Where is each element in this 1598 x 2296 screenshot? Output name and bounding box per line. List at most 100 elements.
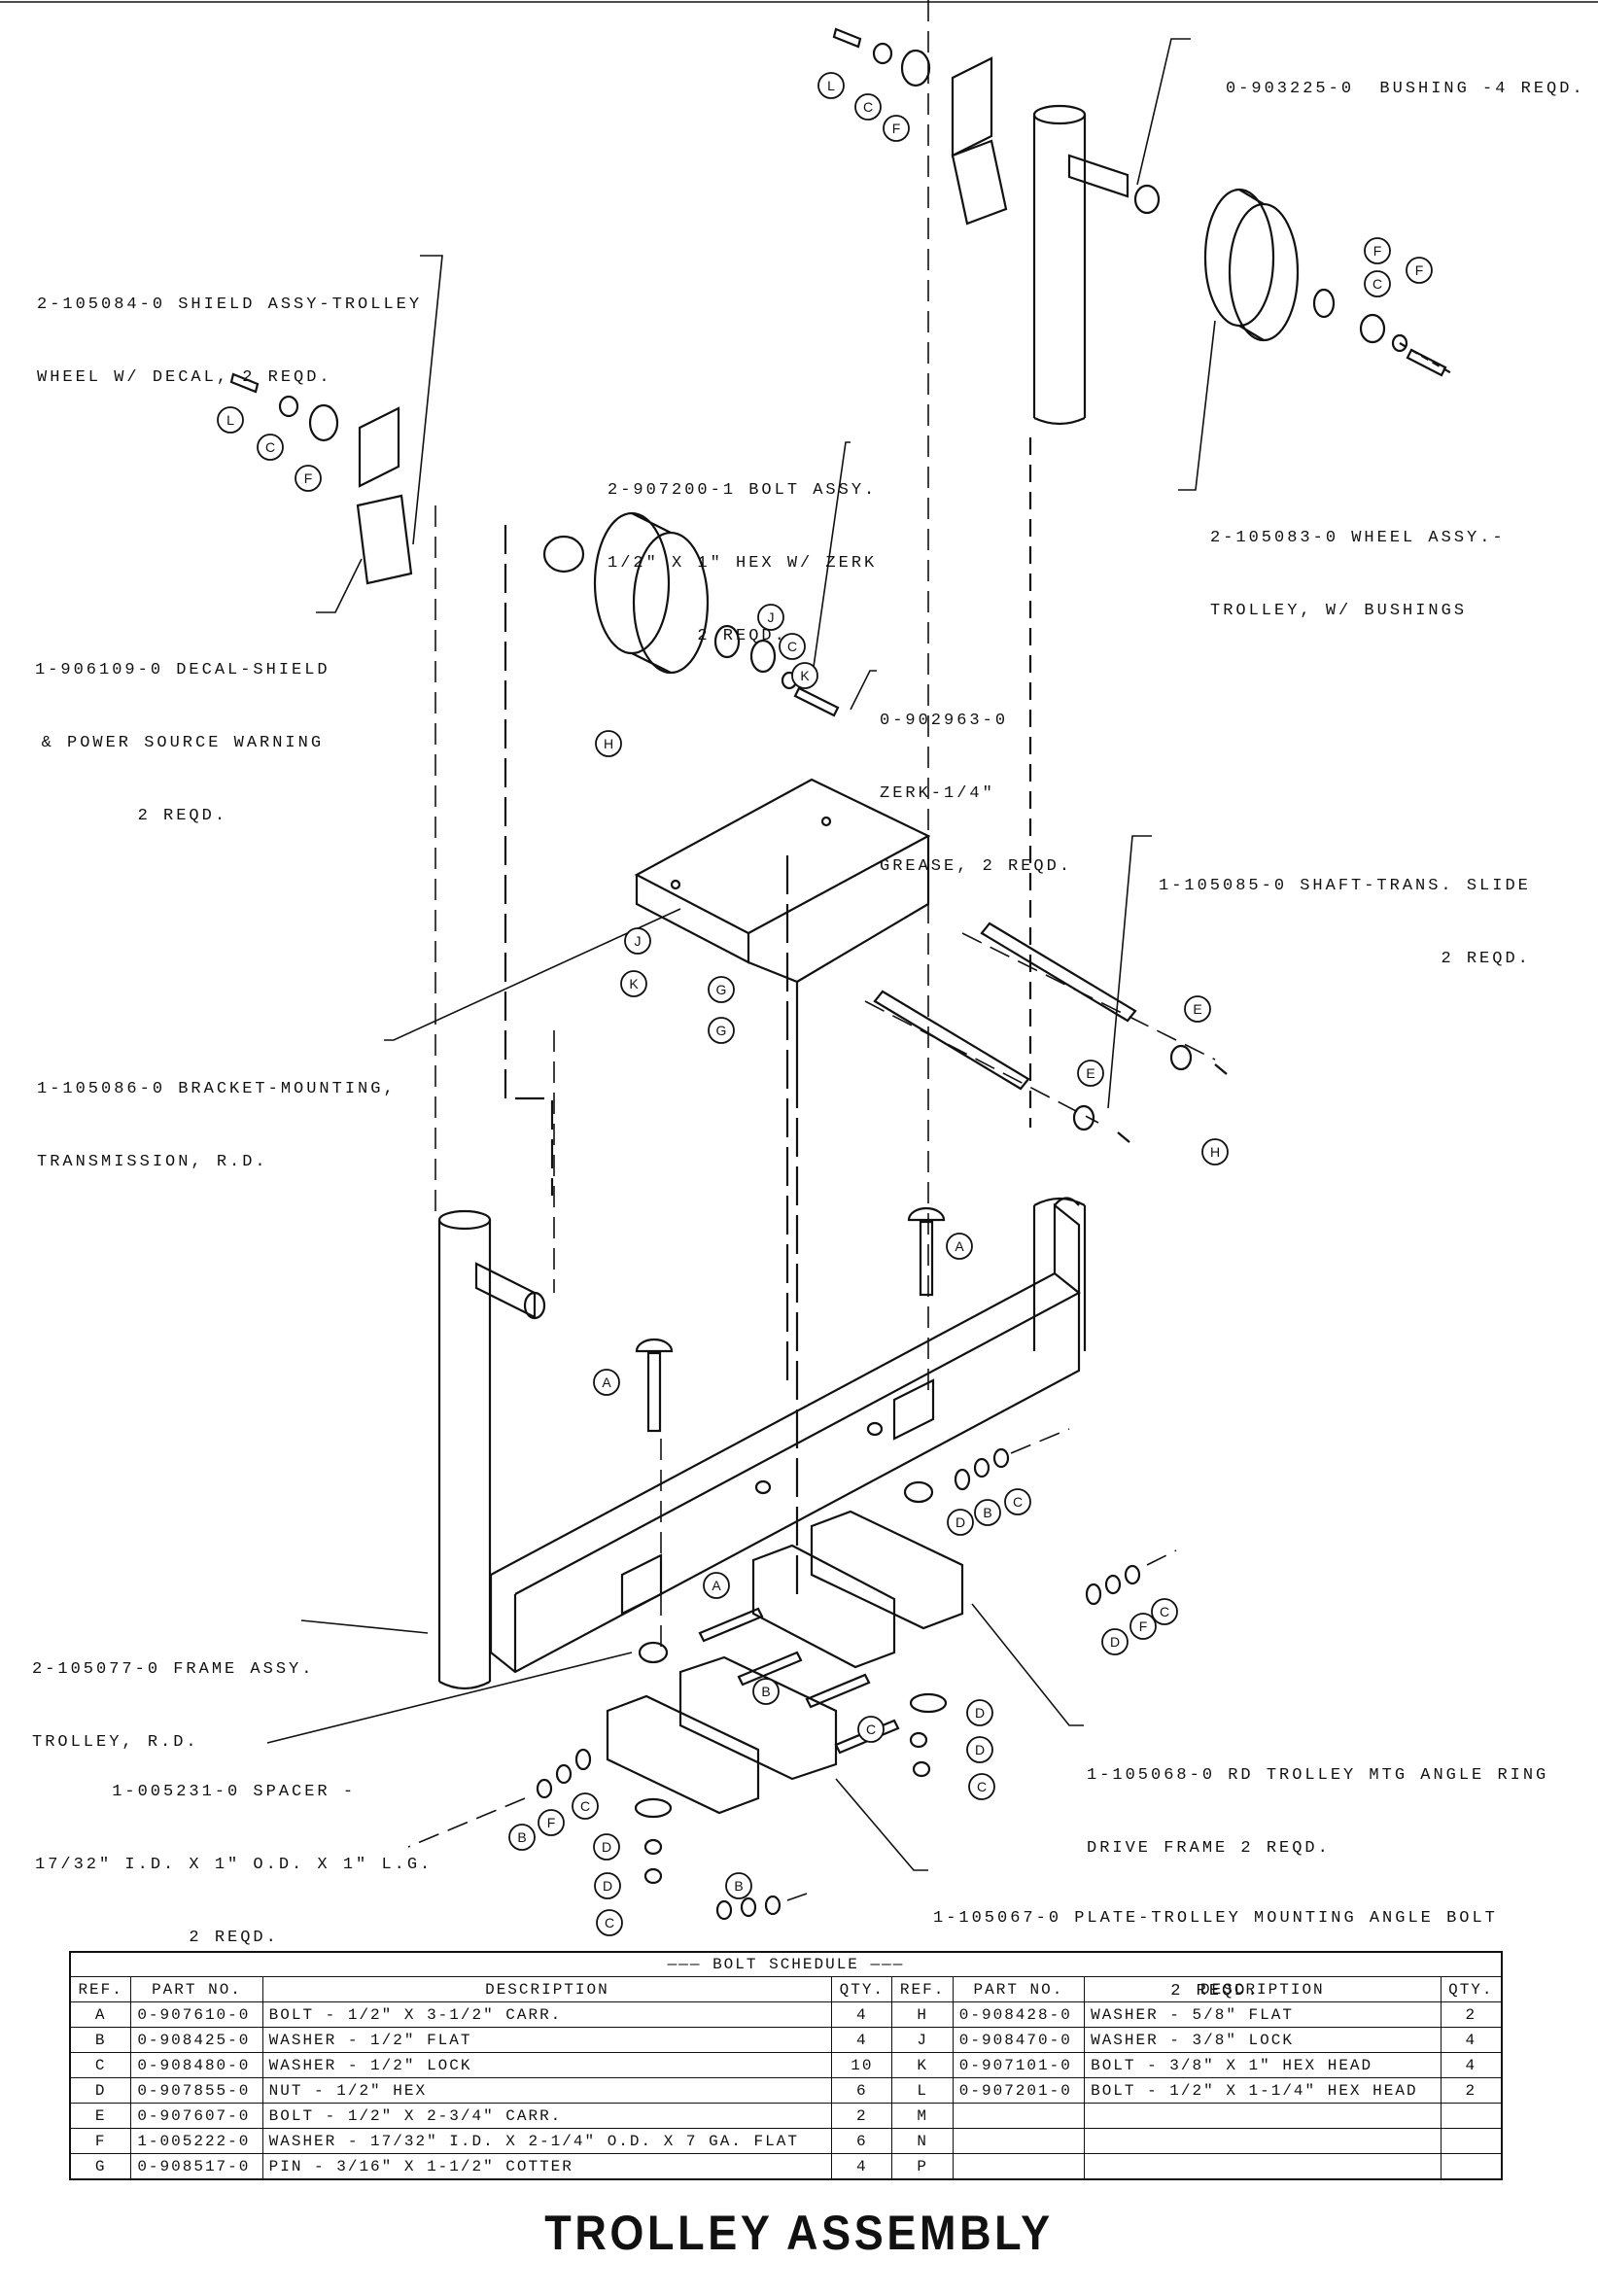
ref-bubble-l: L — [817, 72, 845, 99]
schedule-header-row: REF. PART NO. DESCRIPTION QTY. REF. PART… — [69, 1976, 1503, 2002]
ref-bubble-k: K — [791, 662, 818, 689]
svg-text:H: H — [1210, 1144, 1220, 1160]
ref-bubble-k: K — [620, 970, 647, 997]
carriage-bolts-e — [635, 1206, 946, 1433]
cell-part-no — [952, 2153, 1086, 2180]
ref-bubble-c: C — [1004, 1488, 1031, 1515]
header-ref: REF. — [69, 1976, 132, 2002]
ref-bubble-c: C — [572, 1792, 599, 1820]
callout-zerk: 0-902963-0 ZERK-1/4" GREASE, 2 REQD. — [880, 712, 1073, 876]
header-part-no: PART NO. — [952, 1976, 1086, 2002]
svg-text:C: C — [866, 1722, 876, 1737]
ref-bubble-d: D — [947, 1509, 974, 1536]
svg-text:E: E — [1086, 1065, 1094, 1081]
ref-bubble-c: C — [1364, 270, 1391, 297]
cell-part-no: 0-907201-0 — [952, 2077, 1086, 2104]
cell-qty: 10 — [831, 2052, 893, 2078]
callout-bolt-assy: 2-907200-1 BOLT ASSY. 1/2" X 1" HEX W/ Z… — [608, 481, 878, 645]
cell-description: WASHER - 5/8" FLAT — [1084, 2001, 1442, 2028]
ref-bubble-h: H — [1201, 1138, 1229, 1165]
ref-bubble-f: F — [1406, 257, 1433, 284]
middle-wheel-group — [504, 511, 840, 1196]
schedule-title: ——— BOLT SCHEDULE ——— — [69, 1951, 1503, 1977]
cell-qty: 2 — [1440, 2077, 1503, 2104]
callout-decal-shield: 1-906109-0 DECAL-SHIELD & POWER SOURCE W… — [35, 661, 330, 825]
svg-text:B: B — [734, 1878, 743, 1894]
ref-bubble-b: B — [508, 1824, 536, 1851]
cell-ref: A — [69, 2001, 132, 2028]
svg-text:C: C — [977, 1779, 987, 1794]
cell-qty: 2 — [831, 2103, 893, 2129]
svg-text:F: F — [1415, 262, 1424, 278]
ref-bubble-f: F — [538, 1809, 565, 1836]
svg-text:D: D — [975, 1705, 985, 1721]
right-upright-tube — [1028, 104, 1087, 1351]
ref-bubble-g: G — [708, 976, 735, 1003]
cell-part-no: 0-907855-0 — [130, 2077, 263, 2104]
svg-text:D: D — [1110, 1634, 1120, 1650]
ref-bubble-f: F — [1364, 237, 1391, 264]
callout-mtg-angle-ring: 1-105068-0 RD TROLLEY MTG ANGLE RING DRI… — [1087, 1766, 1549, 1858]
ref-bubble-f: F — [1129, 1613, 1157, 1640]
svg-text:G: G — [716, 982, 727, 997]
ref-bubble-d: D — [966, 1736, 993, 1763]
cell-part-no — [952, 2103, 1086, 2129]
callout-shaft: 1-105085-0 SHAFT-TRANS. SLIDE 2 REQD. — [1159, 877, 1531, 968]
ref-bubble-l: L — [217, 406, 244, 434]
svg-text:B: B — [983, 1505, 991, 1520]
svg-text:C: C — [265, 439, 275, 455]
cell-ref: C — [69, 2052, 132, 2078]
ref-bubble-d: D — [593, 1833, 620, 1861]
svg-text:F: F — [1139, 1618, 1148, 1634]
ref-bubble-c: C — [257, 434, 284, 461]
cell-ref: G — [69, 2153, 132, 2180]
svg-text:F: F — [304, 470, 313, 486]
mtg-angle-ring — [606, 1510, 964, 1815]
cell-ref: P — [891, 2153, 954, 2180]
svg-text:C: C — [1160, 1604, 1169, 1619]
cell-part-no: 0-908428-0 — [952, 2001, 1086, 2028]
ref-bubble-g: G — [708, 1017, 735, 1044]
ref-bubble-c: C — [596, 1909, 623, 1936]
schedule-title-row: ——— BOLT SCHEDULE ——— — [69, 1951, 1503, 1977]
top-right-wheel-group — [1067, 154, 1454, 377]
cell-description: BOLT - 1/2" X 2-3/4" CARR. — [261, 2103, 833, 2129]
cell-part-no: 0-907101-0 — [952, 2052, 1086, 2078]
svg-text:D: D — [975, 1742, 985, 1757]
svg-text:C: C — [580, 1798, 590, 1814]
ref-bubble-f: F — [883, 115, 910, 142]
cell-part-no: 0-907610-0 — [130, 2001, 263, 2028]
ref-bubble-e: E — [1184, 995, 1211, 1023]
top-right-shield — [832, 27, 1008, 226]
cell-description — [1084, 2153, 1442, 2180]
svg-text:C: C — [1372, 276, 1382, 292]
ref-bubble-b: B — [974, 1499, 1001, 1526]
svg-text:G: G — [716, 1023, 727, 1038]
svg-text:F: F — [1373, 243, 1382, 259]
cell-description: PIN - 3/16" X 1-1/2" COTTER — [261, 2153, 833, 2180]
cell-qty — [1440, 2153, 1503, 2180]
leader-lines — [266, 38, 1216, 1871]
ref-bubble-b: B — [725, 1872, 752, 1899]
cell-description: BOLT - 1/2" X 1-1/4" HEX HEAD — [1084, 2077, 1442, 2104]
ref-bubble-c: C — [1151, 1598, 1178, 1625]
callout-bushing: 0-903225-0 BUSHING -4 REQD. — [1226, 80, 1585, 98]
svg-text:E: E — [1193, 1001, 1201, 1017]
cell-qty: 4 — [831, 2153, 893, 2180]
header-description: DESCRIPTION — [261, 1976, 833, 2002]
ref-bubble-d: D — [1101, 1628, 1129, 1655]
ref-bubble-a: A — [593, 1369, 620, 1396]
cell-qty: 6 — [831, 2128, 893, 2154]
cell-description: WASHER - 1/2" FLAT — [261, 2027, 833, 2053]
svg-text:A: A — [602, 1374, 611, 1390]
cell-qty — [1440, 2128, 1503, 2154]
dashed-assembly-lines — [407, 0, 1216, 1901]
trolley-frame — [489, 1197, 1081, 1674]
svg-text:A: A — [712, 1578, 721, 1593]
svg-text:C: C — [1013, 1494, 1023, 1510]
